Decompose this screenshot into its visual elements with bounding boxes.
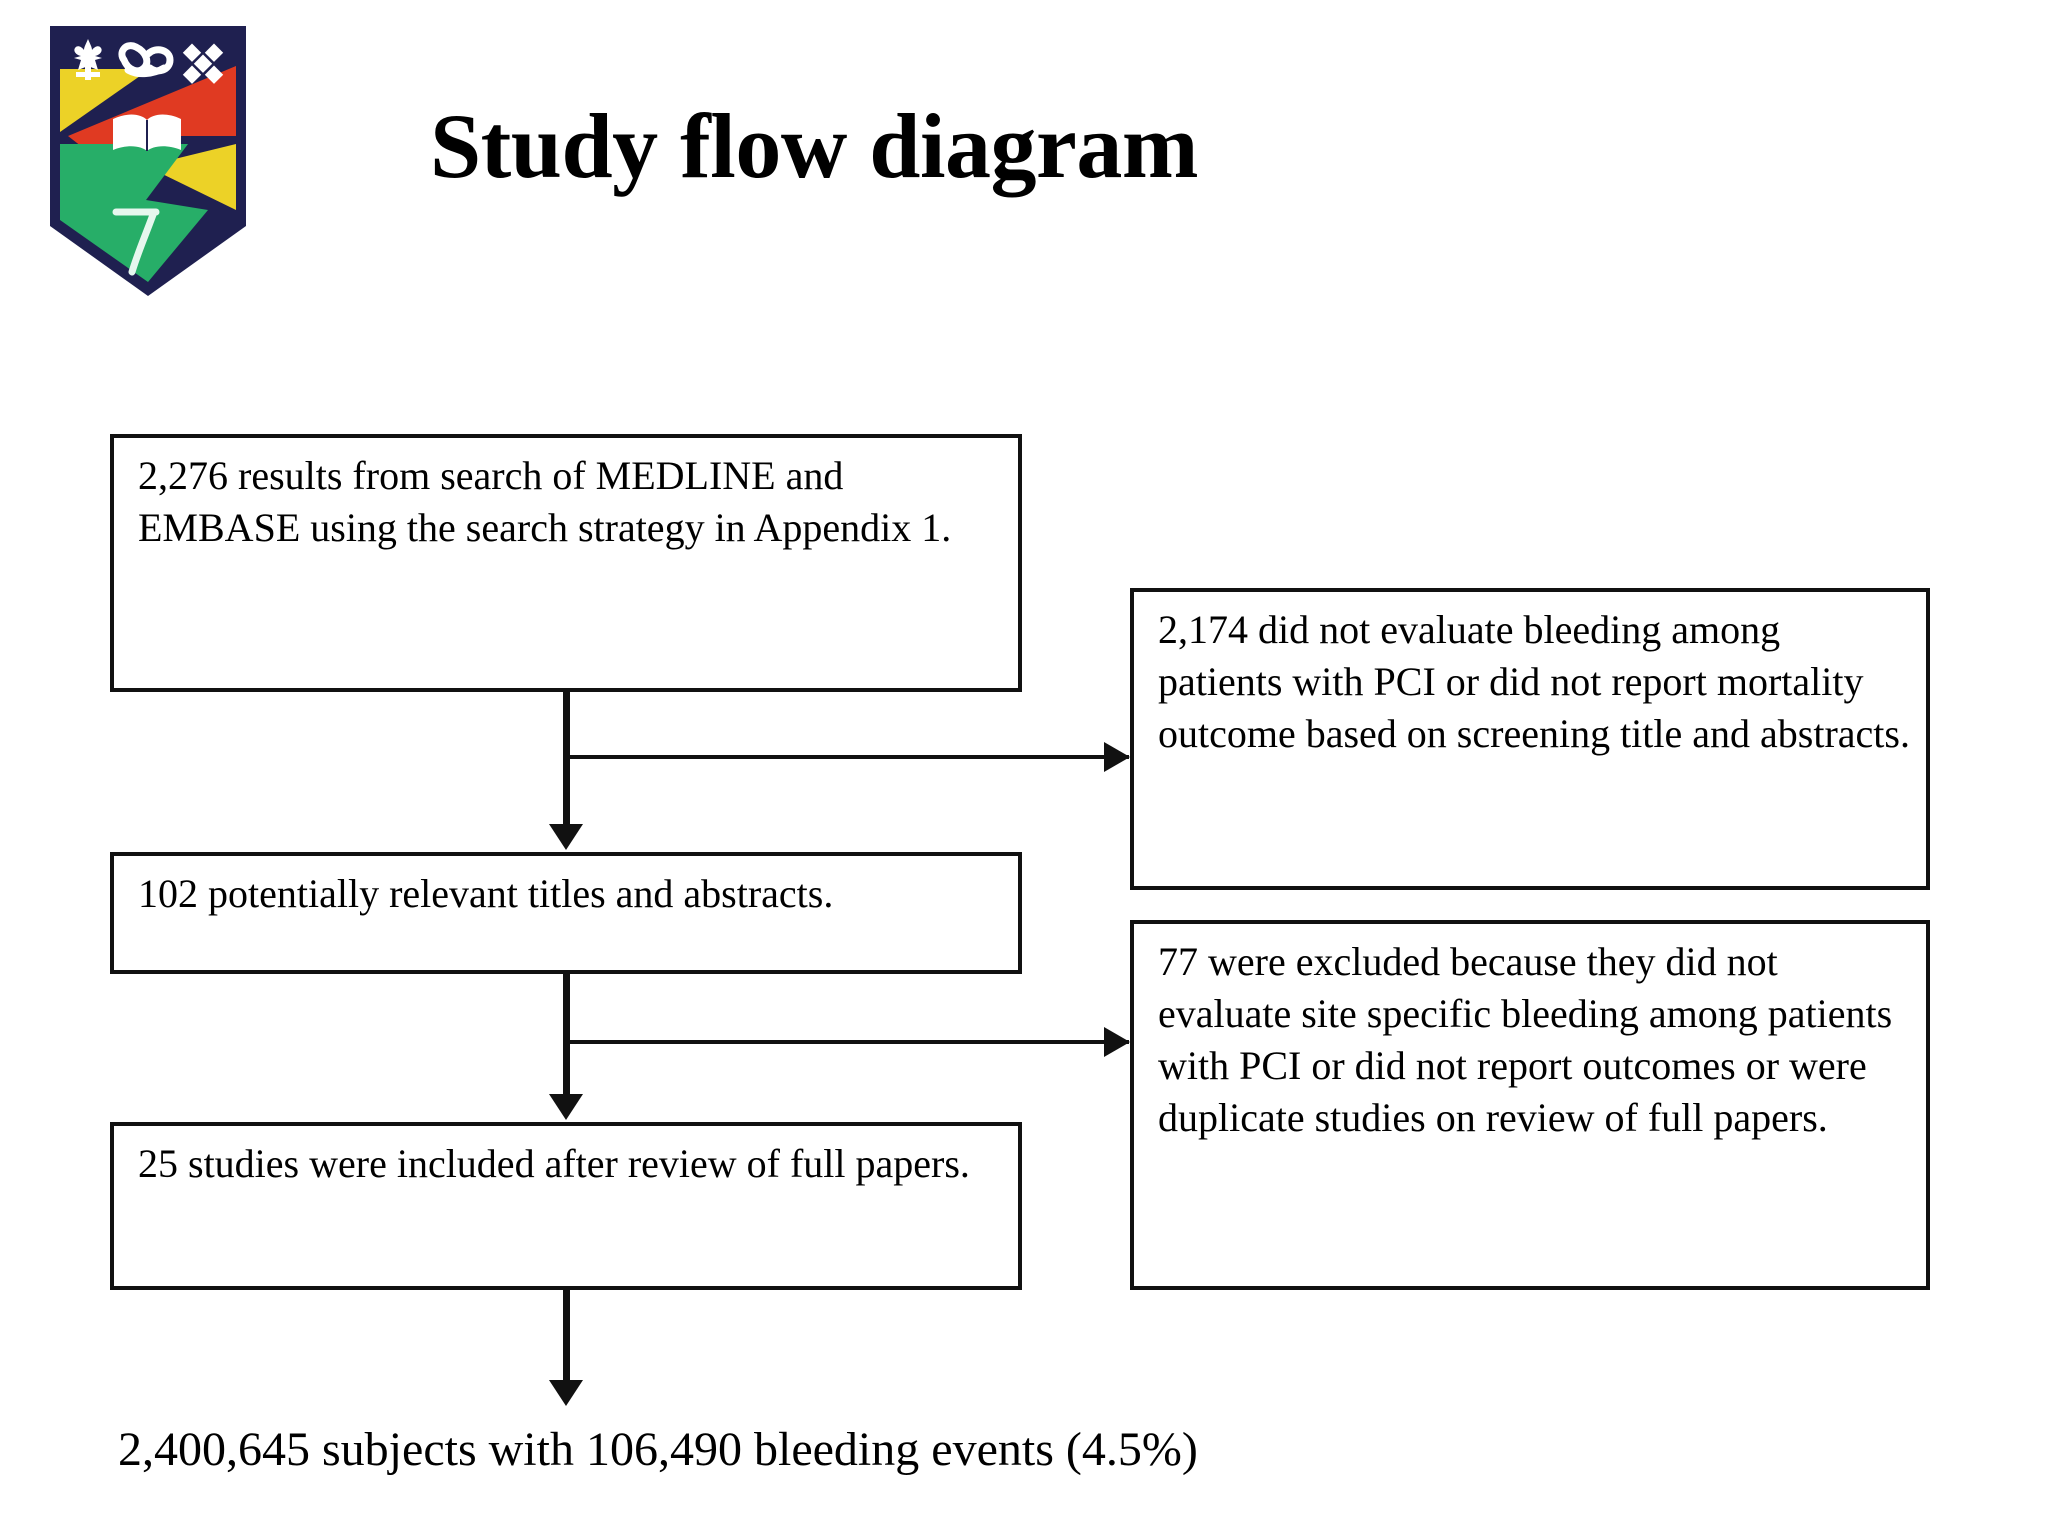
included-studies-box: 25 studies were included after review of… xyxy=(110,1122,1022,1290)
university-crest-logo xyxy=(28,14,268,304)
excluded-screening-box: 2,174 did not evaluate bleeding among pa… xyxy=(1130,588,1930,890)
open-book-icon xyxy=(113,114,181,151)
connector-search-to-titles-line xyxy=(563,692,570,828)
connector-included-to-summary-arrow xyxy=(549,1380,583,1406)
potentially-relevant-box: 102 potentially relevant titles and abst… xyxy=(110,852,1022,974)
connector-search-to-titles-arrow xyxy=(549,824,583,850)
connector-search-to-excluded-arrow xyxy=(1104,742,1130,772)
interlaced-cross-icon xyxy=(182,43,224,84)
search-results-text: 2,276 results from search of MEDLINE and… xyxy=(138,453,952,550)
connector-titles-to-included-arrow xyxy=(549,1094,583,1120)
search-results-box: 2,276 results from search of MEDLINE and… xyxy=(110,434,1022,692)
summary-text: 2,400,645 subjects with 106,490 bleeding… xyxy=(118,1423,1198,1476)
connector-titles-to-excluded-arrow xyxy=(1104,1027,1130,1057)
included-studies-text: 25 studies were included after review of… xyxy=(138,1141,970,1186)
connector-titles-to-excluded-line xyxy=(566,1040,1129,1044)
connector-search-to-excluded-line xyxy=(566,755,1129,759)
page-title: Study flow diagram xyxy=(430,95,1198,197)
excluded-fullpaper-text: 77 were excluded because they did not ev… xyxy=(1158,939,1893,1140)
connector-included-to-summary-line xyxy=(563,1288,570,1384)
knot-icon xyxy=(118,42,174,78)
potentially-relevant-text: 102 potentially relevant titles and abst… xyxy=(138,871,834,916)
numeral-seven xyxy=(112,208,160,276)
connector-titles-to-included-line xyxy=(563,974,570,1099)
fleur-de-lis-icon xyxy=(74,39,102,80)
excluded-fullpaper-box: 77 were excluded because they did not ev… xyxy=(1130,920,1930,1290)
excluded-screening-text: 2,174 did not evaluate bleeding among pa… xyxy=(1158,607,1910,756)
